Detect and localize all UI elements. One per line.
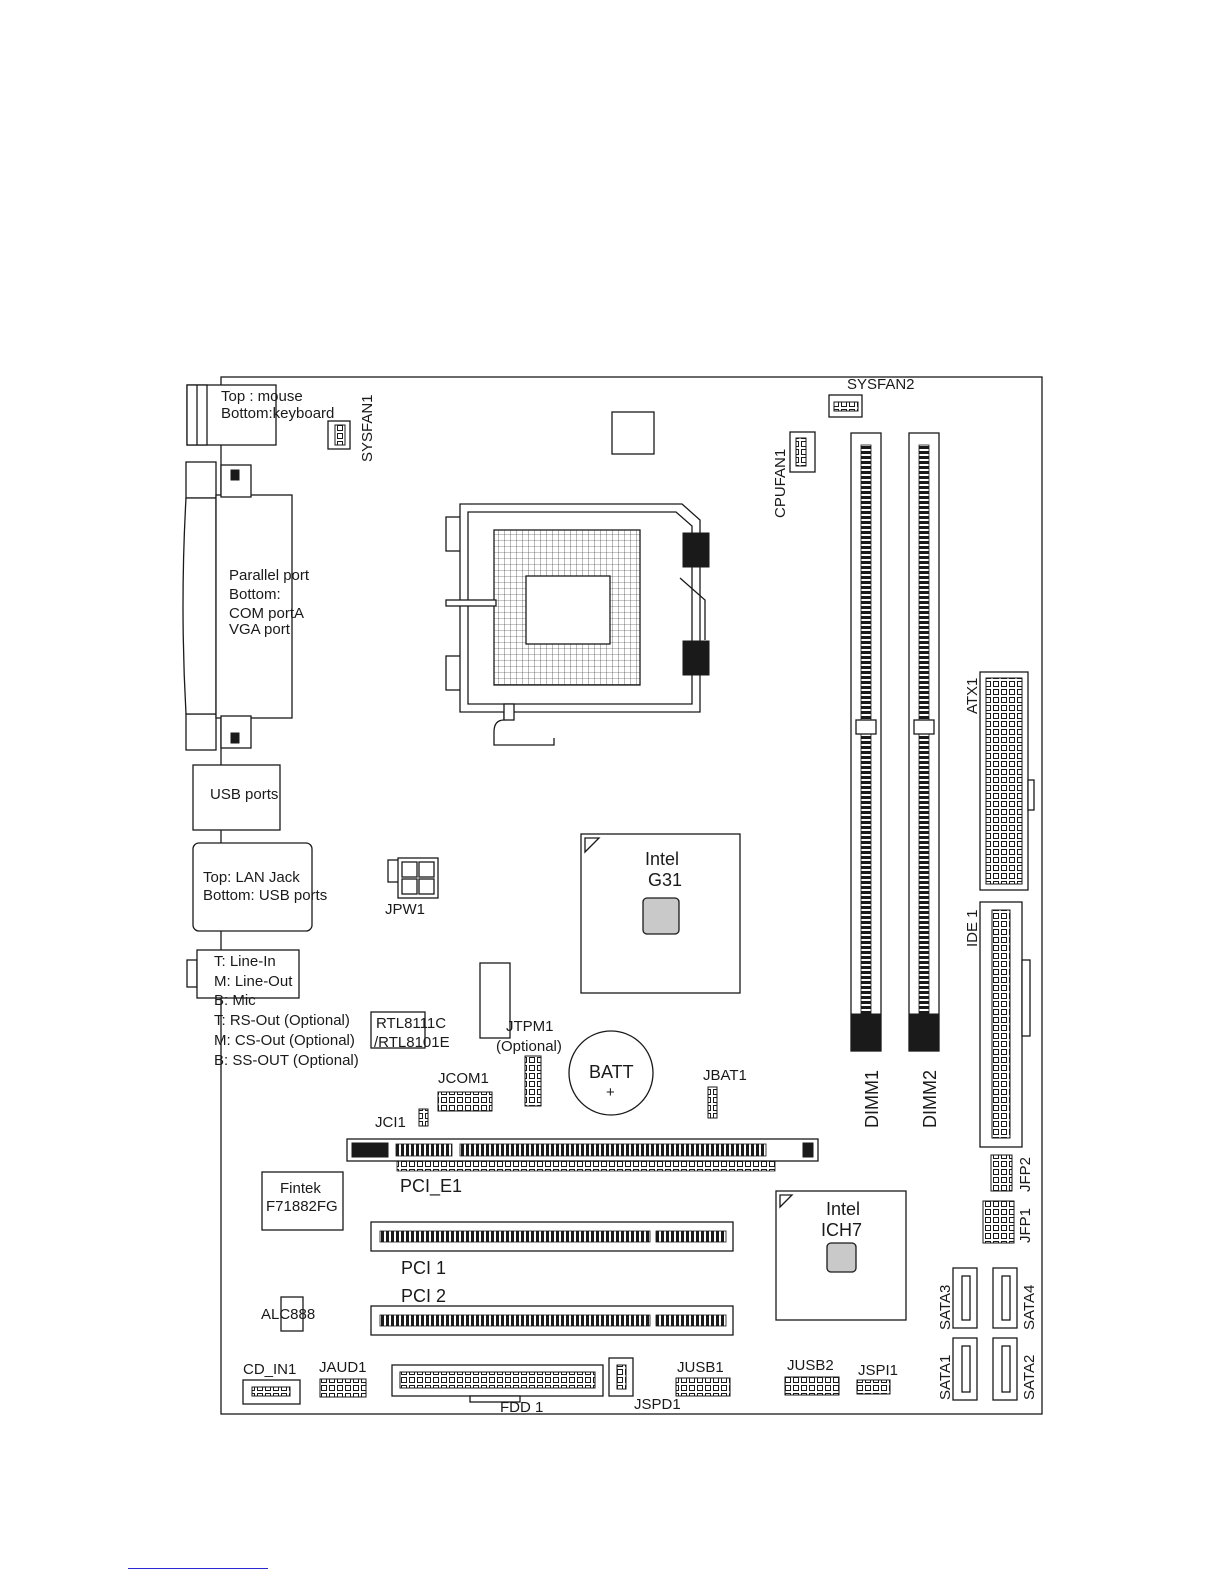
cpufan1-connector bbox=[789, 431, 816, 473]
sata2-connector bbox=[992, 1337, 1018, 1401]
atx1-connector bbox=[979, 671, 1035, 891]
audio-label-1: T: Line-In bbox=[214, 953, 276, 970]
parallel-label-2: Bottom: bbox=[229, 586, 281, 603]
jcom1-label: JCOM1 bbox=[438, 1070, 489, 1087]
sata3-connector bbox=[952, 1267, 978, 1329]
audio-label-5: M: CS-Out (Optional) bbox=[214, 1032, 355, 1049]
cd-in1-label: CD_IN1 bbox=[243, 1361, 296, 1378]
jpw1-connector bbox=[387, 857, 439, 899]
audio-label-4: T: RS-Out (Optional) bbox=[214, 1012, 350, 1029]
parallel-com-vga-connector bbox=[182, 461, 293, 751]
ide1-label: IDE 1 bbox=[964, 909, 981, 947]
sata3-label: SATA3 bbox=[937, 1285, 954, 1330]
ps2-bottom-label: Bottom:keyboard bbox=[221, 405, 334, 422]
pci1-slot bbox=[370, 1221, 734, 1252]
clock-chip bbox=[611, 411, 655, 455]
pci2-slot bbox=[370, 1305, 734, 1336]
jbat1-header bbox=[707, 1086, 718, 1119]
dimm2-slot bbox=[908, 432, 940, 1052]
batt-plus-label: + bbox=[606, 1084, 615, 1101]
ich7-label-1: Intel bbox=[826, 1199, 860, 1219]
pci2-label: PCI 2 bbox=[401, 1286, 446, 1306]
jspd1-connector bbox=[608, 1357, 634, 1397]
ide1-connector bbox=[979, 901, 1031, 1148]
cpufan1-label: CPUFAN1 bbox=[772, 449, 789, 518]
jspi1-header bbox=[856, 1379, 891, 1395]
jaud1-label: JAUD1 bbox=[319, 1359, 367, 1376]
jbat1-label: JBAT1 bbox=[703, 1067, 747, 1084]
fintek-label-2: F71882FG bbox=[266, 1198, 338, 1215]
lan-top-label: Top: LAN Jack bbox=[203, 869, 300, 886]
jspi1-label: JSPI1 bbox=[858, 1362, 898, 1379]
cpu-socket bbox=[445, 503, 710, 746]
sata4-label: SATA4 bbox=[1021, 1285, 1038, 1330]
intel-ich7-chip bbox=[775, 1190, 907, 1321]
tpm-area-box bbox=[479, 962, 511, 1039]
cd-in1-connector bbox=[242, 1379, 301, 1405]
usb-ports-connector bbox=[192, 764, 281, 831]
pcie1-label: PCI_E1 bbox=[400, 1176, 462, 1197]
sysfan1-label: SYSFAN1 bbox=[359, 394, 376, 462]
jfp1-label: JFP1 bbox=[1017, 1208, 1034, 1243]
sata2-label: SATA2 bbox=[1021, 1355, 1038, 1400]
sata1-label: SATA1 bbox=[937, 1355, 954, 1400]
jcom1-header bbox=[437, 1091, 493, 1112]
audio-jack-connector bbox=[186, 949, 300, 999]
parallel-label-4: VGA port bbox=[229, 621, 291, 638]
jfp2-label: JFP2 bbox=[1017, 1157, 1034, 1192]
jpw1-label: JPW1 bbox=[385, 901, 425, 918]
parallel-label-3: COM portA bbox=[229, 605, 304, 622]
g31-label-2: G31 bbox=[648, 870, 682, 890]
fdd1-label: FDD 1 bbox=[500, 1399, 543, 1416]
usb-ports-label: USB ports bbox=[210, 786, 278, 803]
dimm1-slot bbox=[850, 432, 882, 1052]
dimm2-label: DIMM2 bbox=[920, 1070, 940, 1128]
sata1-connector bbox=[952, 1337, 978, 1401]
sysfan1-connector bbox=[327, 420, 351, 450]
jusb2-label: JUSB2 bbox=[787, 1357, 834, 1374]
fintek-label-1: Fintek bbox=[280, 1180, 321, 1197]
ps2-connector bbox=[186, 384, 277, 446]
jtpm1-label: JTPM1 bbox=[506, 1018, 554, 1035]
ich7-label-2: ICH7 bbox=[821, 1220, 862, 1240]
pci1-label: PCI 1 bbox=[401, 1258, 446, 1278]
audio-label-2: M: Line-Out bbox=[214, 973, 293, 990]
jci1-label: JCI1 bbox=[375, 1114, 406, 1131]
jspd1-label: JSPD1 bbox=[634, 1396, 681, 1413]
audio-label-3: B: Mic bbox=[214, 992, 256, 1009]
fdd1-connector bbox=[391, 1364, 604, 1403]
sysfan2-connector bbox=[828, 394, 863, 418]
g31-label-1: Intel bbox=[645, 849, 679, 869]
fintek-chip bbox=[261, 1171, 344, 1231]
jusb1-header bbox=[675, 1377, 731, 1397]
sata4-connector bbox=[992, 1267, 1018, 1329]
jaud1-header bbox=[319, 1378, 367, 1398]
jusb2-header bbox=[784, 1376, 840, 1396]
jfp1-header bbox=[982, 1200, 1015, 1244]
ps2-top-label: Top : mouse bbox=[221, 388, 303, 405]
audio-label-6: B: SS-OUT (Optional) bbox=[214, 1052, 359, 1069]
rtl-label-1: RTL8111C bbox=[376, 1015, 446, 1032]
parallel-label-1: Parallel port bbox=[229, 567, 310, 584]
jtpm1-optional-label: (Optional) bbox=[496, 1038, 562, 1055]
battery bbox=[568, 1030, 654, 1116]
alc888-label: ALC888 bbox=[261, 1306, 315, 1323]
jci1-header bbox=[418, 1108, 429, 1127]
jusb1-label: JUSB1 bbox=[677, 1359, 724, 1376]
rtl-label-2: /RTL8101E bbox=[374, 1034, 450, 1051]
batt-label: BATT bbox=[589, 1062, 634, 1082]
rtl-lan-chip bbox=[370, 1011, 426, 1049]
alc888-chip bbox=[280, 1296, 304, 1332]
lan-bottom-label: Bottom: USB ports bbox=[203, 887, 327, 904]
intel-g31-chip bbox=[580, 833, 741, 994]
pcie1-slot bbox=[346, 1138, 819, 1172]
jfp2-header bbox=[990, 1154, 1013, 1192]
dimm1-label: DIMM1 bbox=[862, 1070, 882, 1128]
footer-link-underline[interactable] bbox=[128, 1568, 268, 1569]
lan-usb-connector bbox=[192, 842, 313, 932]
jtpm1-header bbox=[524, 1055, 542, 1107]
atx1-label: ATX1 bbox=[964, 678, 981, 714]
sysfan2-label: SYSFAN2 bbox=[847, 376, 915, 393]
